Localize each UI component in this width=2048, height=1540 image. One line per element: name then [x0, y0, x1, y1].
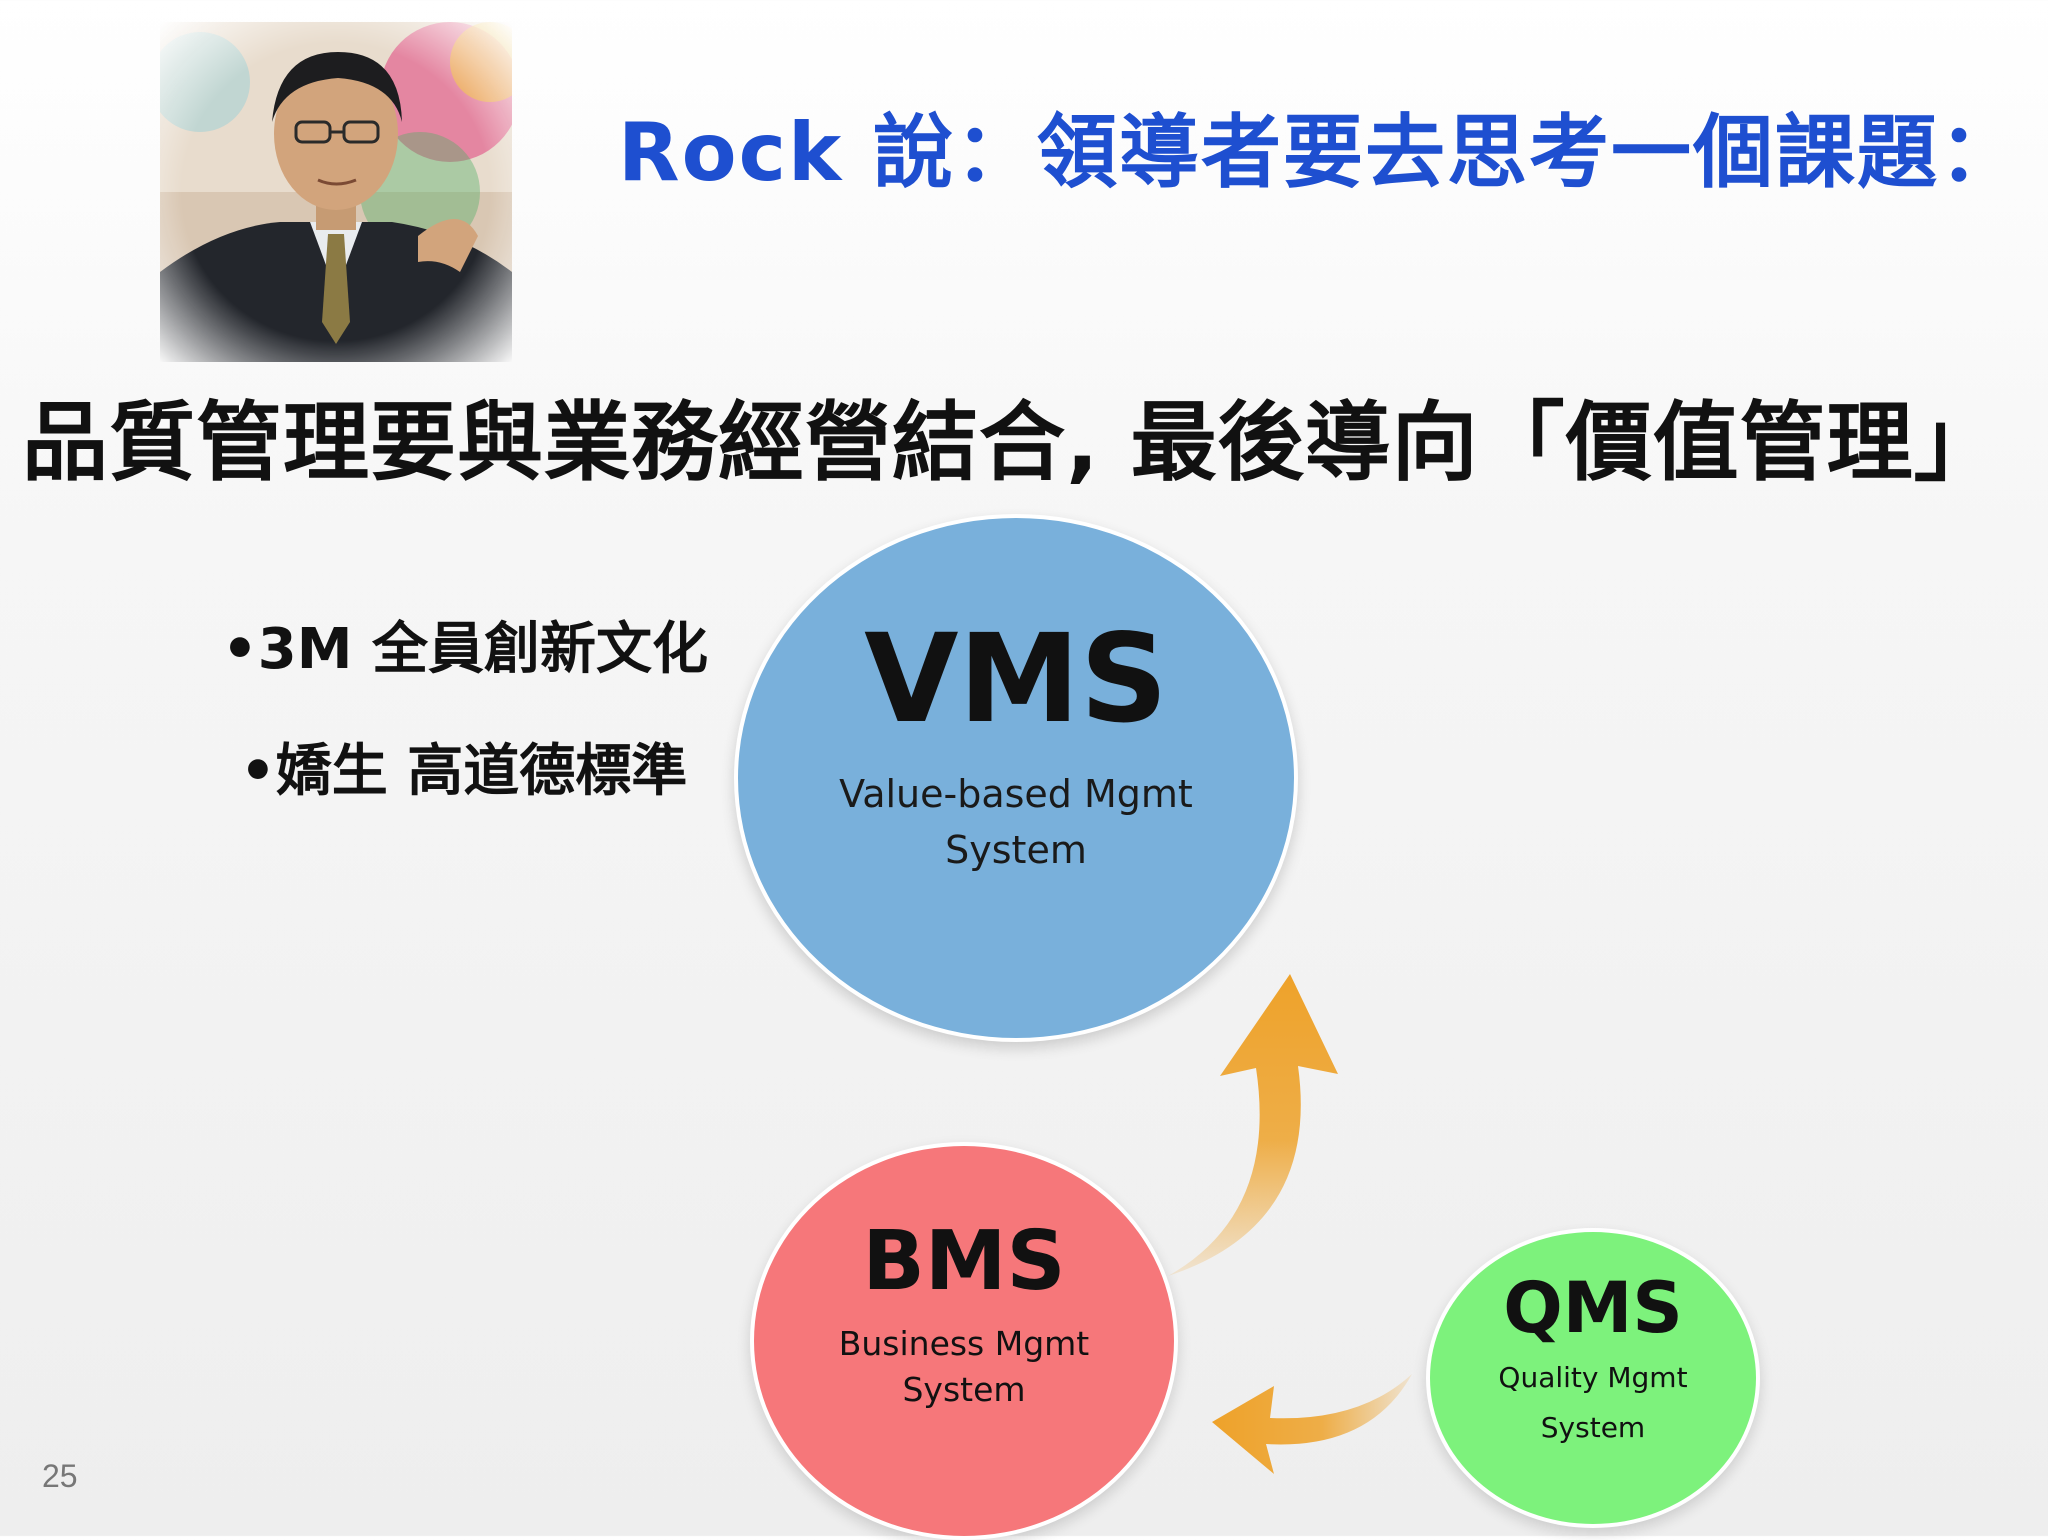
- curved-arrow-left-icon: [1212, 1374, 1412, 1474]
- slide-title: Rock 說：領導者要去思考一個課題：: [618, 106, 2022, 199]
- vms-description-line1: Value-based Mgmt: [839, 772, 1193, 816]
- slide-headline: 品質管理要與業務經營結合, 最後導向「價值管理」: [22, 393, 2001, 493]
- bms-description-line2: System: [902, 1370, 1026, 1409]
- qms-abbreviation: QMS: [1503, 1267, 1683, 1349]
- qms-circle: QMS Quality Mgmt System: [1426, 1228, 1760, 1528]
- page-number: 25: [42, 1458, 78, 1494]
- vms-description-line2: System: [945, 828, 1087, 872]
- curved-arrow-up-icon: [1168, 974, 1338, 1276]
- qms-description-line1: Quality Mgmt: [1498, 1361, 1688, 1394]
- qms-description-line2: System: [1540, 1411, 1646, 1444]
- vms-abbreviation: VMS: [864, 608, 1168, 750]
- bms-abbreviation: BMS: [862, 1214, 1066, 1309]
- presenter-photo: [160, 22, 512, 362]
- bms-circle: BMS Business Mgmt System: [750, 1142, 1178, 1540]
- bullet-item: •3M 全員創新文化: [222, 617, 708, 682]
- bms-description-line1: Business Mgmt: [838, 1324, 1090, 1363]
- vms-circle: VMS Value-based Mgmt System: [734, 514, 1298, 1042]
- bullet-item: •嬌生 高道德標準: [240, 739, 688, 804]
